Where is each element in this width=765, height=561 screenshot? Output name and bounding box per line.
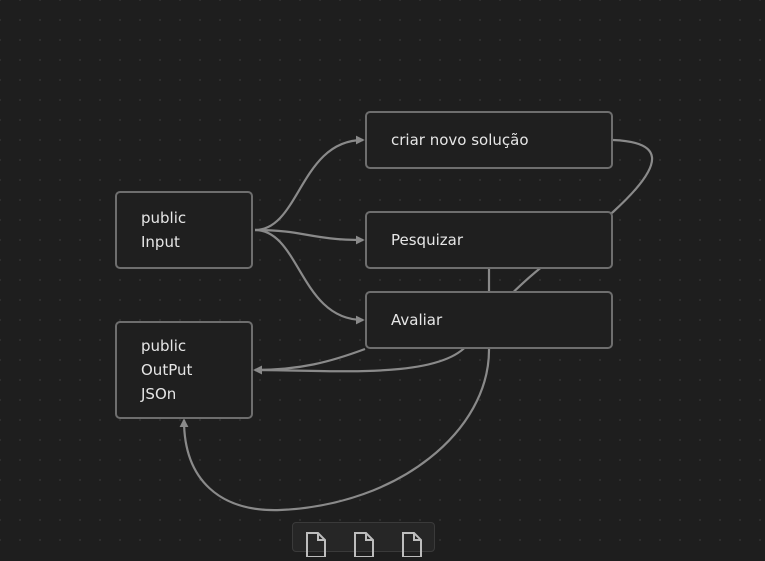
- file-icon[interactable]: [399, 531, 425, 558]
- node-label: public: [141, 337, 187, 355]
- file-icon[interactable]: [351, 531, 377, 558]
- bottom-toolbar: [292, 522, 435, 558]
- node-avaliar[interactable]: Avaliar: [365, 291, 613, 349]
- file-icon[interactable]: [303, 531, 329, 558]
- diagram-canvas[interactable]: [0, 0, 765, 541]
- node-label: Pesquizar: [391, 231, 463, 249]
- node-label: public: [141, 209, 187, 227]
- node-label: OutPut: [141, 361, 193, 379]
- node-label: criar novo solução: [391, 131, 529, 149]
- node-label: Avaliar: [391, 311, 443, 329]
- node-pesquizar[interactable]: Pesquizar: [365, 211, 613, 269]
- node-criar-novo-solucao[interactable]: criar novo solução: [365, 111, 613, 169]
- node-label: JSOn: [141, 385, 177, 403]
- node-public-output-json[interactable]: public OutPut JSOn: [115, 321, 253, 419]
- node-public-input[interactable]: public Input: [115, 191, 253, 269]
- node-label: Input: [141, 233, 180, 251]
